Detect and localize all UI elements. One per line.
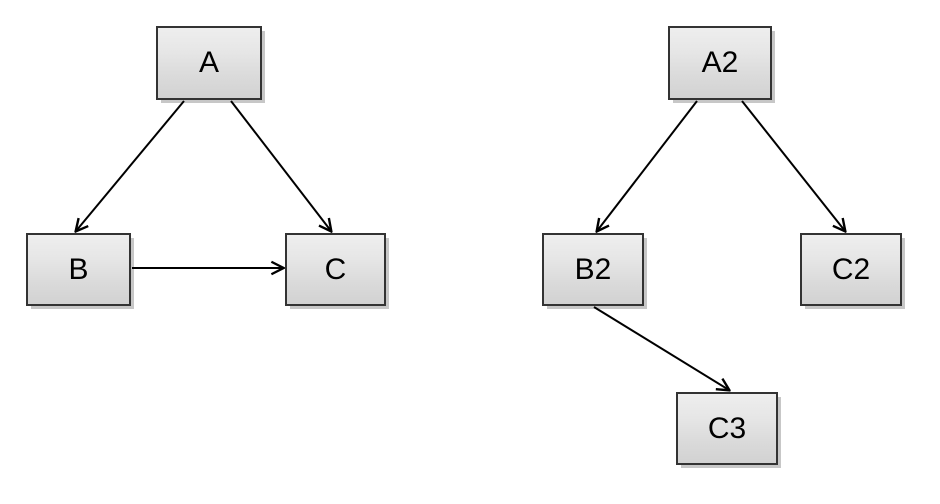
edge-a2-to-b2[interactable]	[597, 100, 698, 231]
edge-b2-to-c3[interactable]	[593, 306, 729, 390]
node-a-label: A	[198, 46, 219, 79]
node-b[interactable]: B	[26, 233, 131, 306]
node-a[interactable]: A	[156, 26, 262, 100]
node-c2-label: C2	[831, 252, 871, 286]
edge-a-to-b[interactable]	[76, 100, 185, 231]
node-b2-label: B2	[574, 252, 612, 286]
node-c2[interactable]: C2	[800, 233, 902, 306]
node-a2-label: A2	[701, 46, 739, 79]
node-a2[interactable]: A2	[668, 26, 772, 100]
node-c3[interactable]: C3	[676, 392, 778, 465]
node-c3-label: C3	[707, 411, 747, 445]
edge-a-to-c[interactable]	[230, 100, 331, 231]
node-c-label: C	[324, 252, 347, 286]
node-b-label: B	[68, 252, 89, 286]
edges-group	[76, 100, 845, 390]
node-c[interactable]: C	[285, 233, 386, 306]
edge-a2-to-c2[interactable]	[741, 100, 845, 231]
node-b2[interactable]: B2	[542, 233, 644, 306]
